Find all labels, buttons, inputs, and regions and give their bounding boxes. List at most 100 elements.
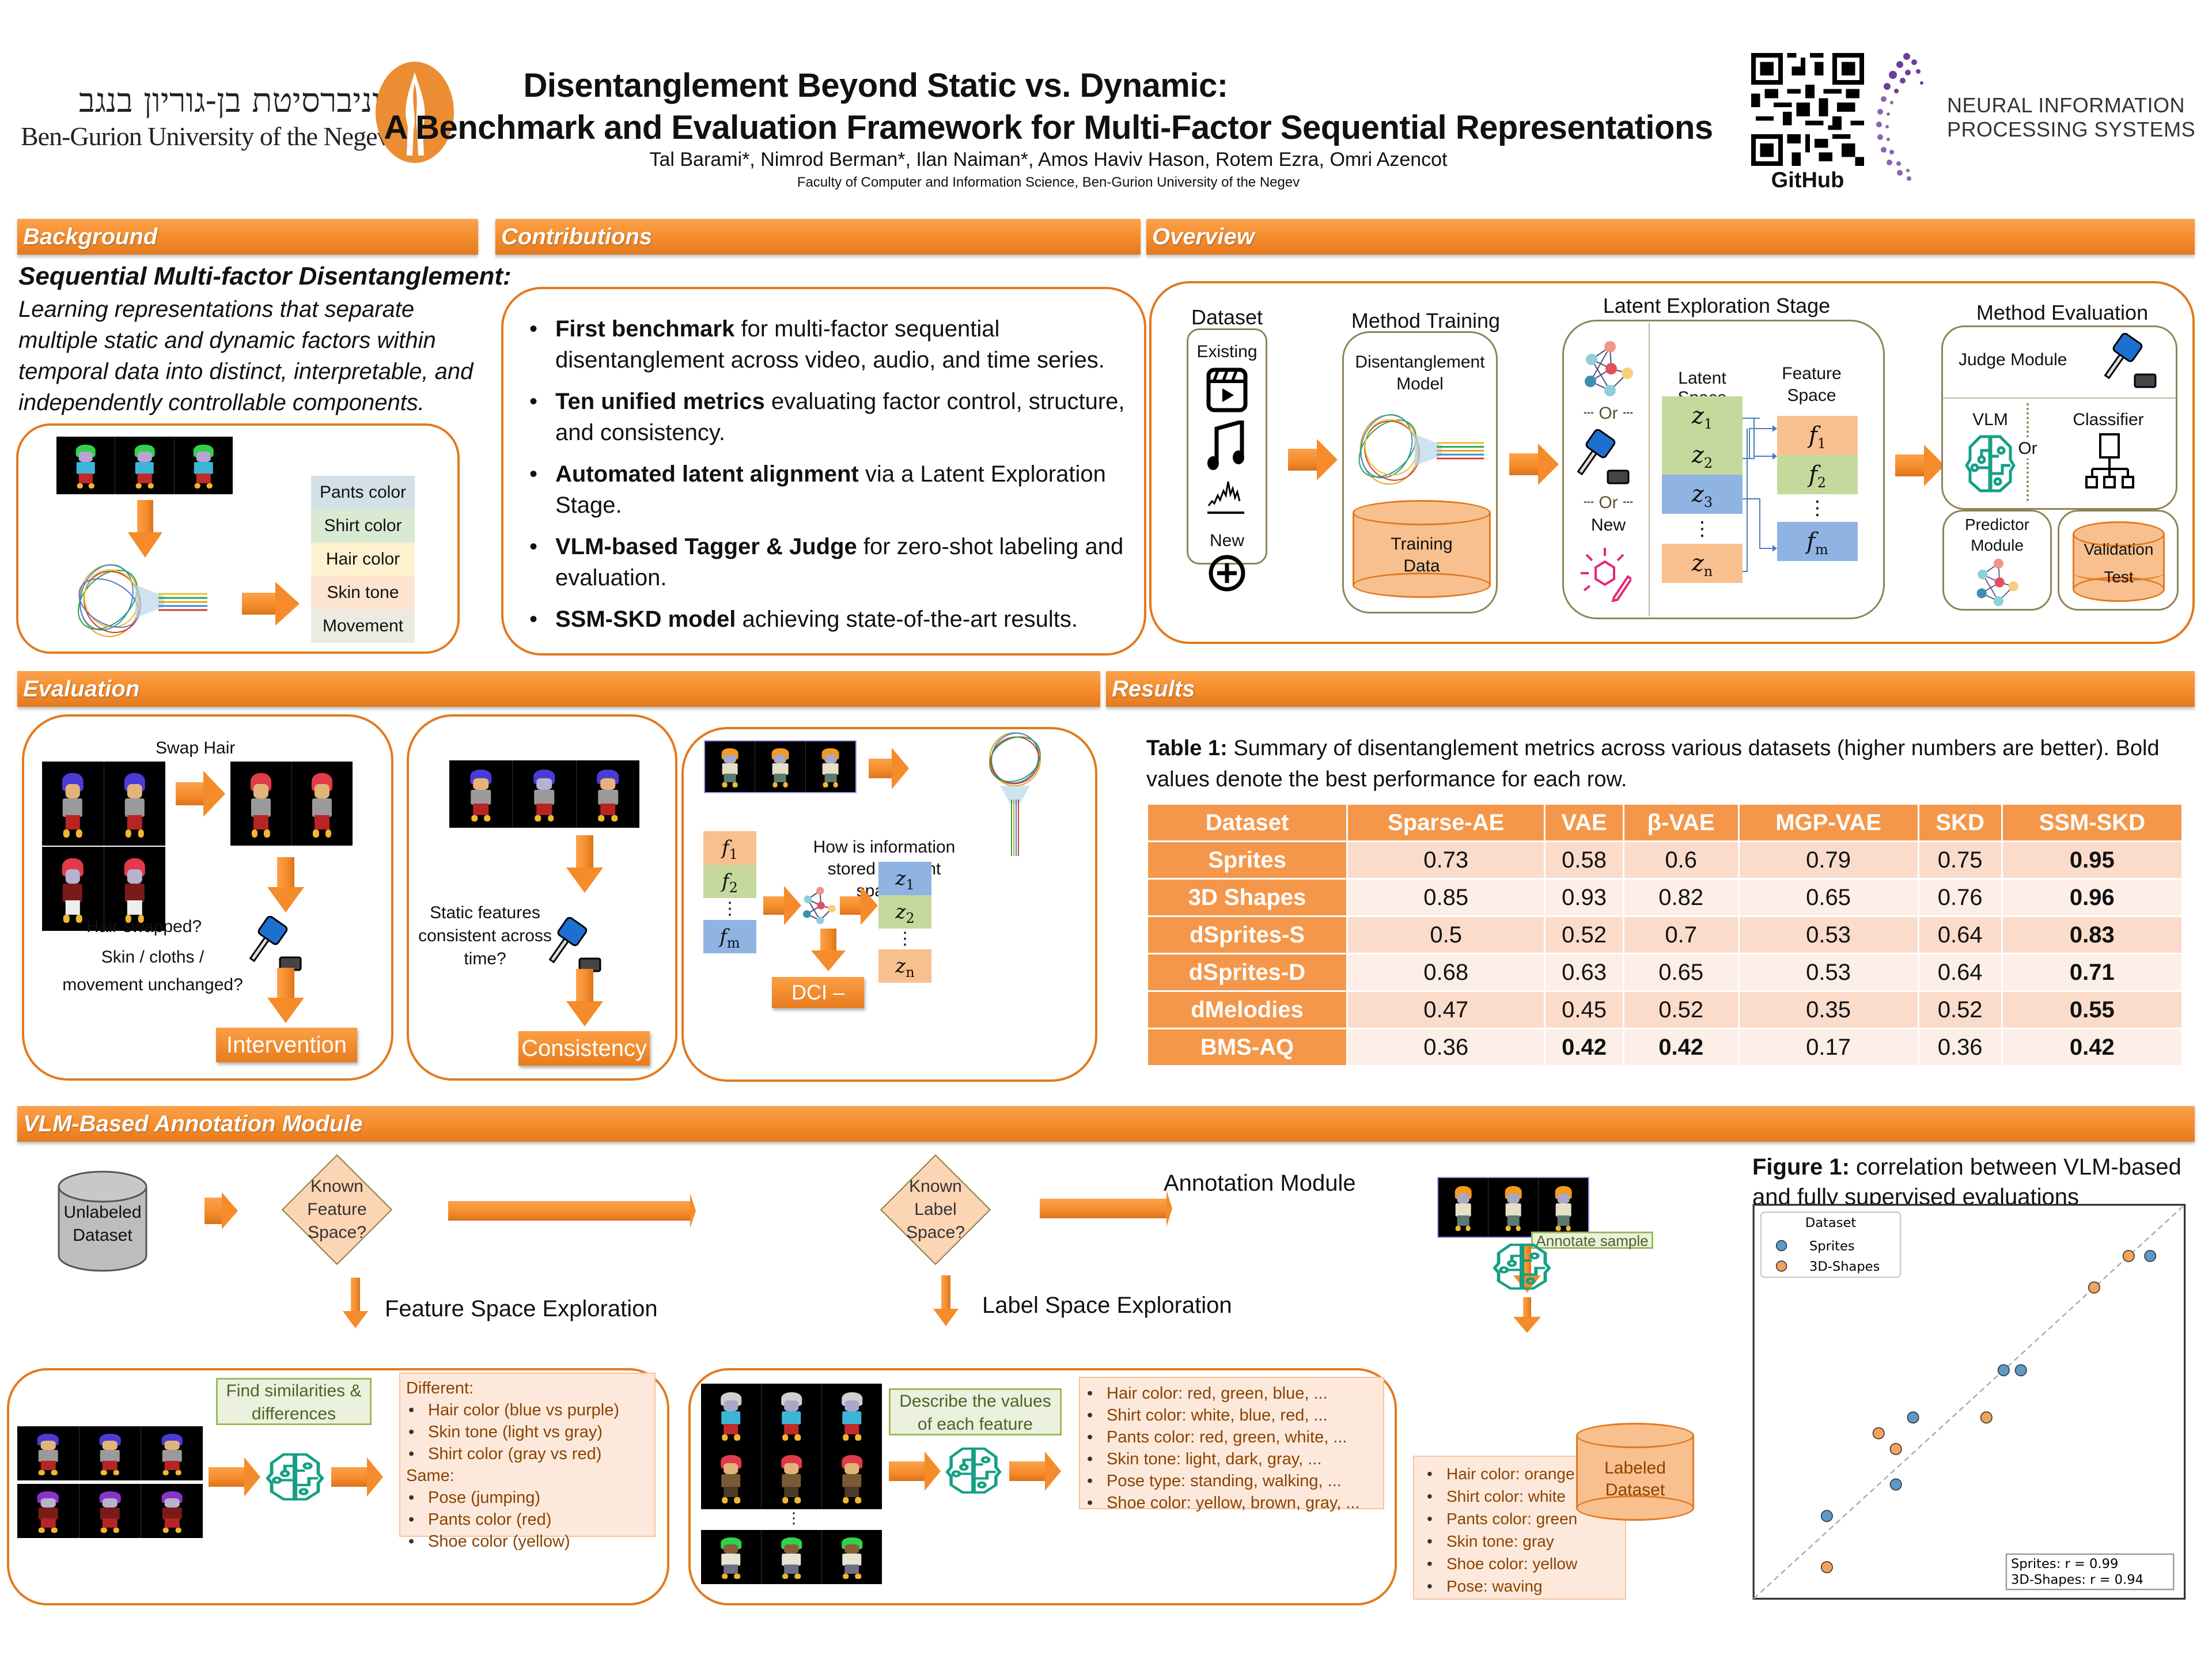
metric-cell: 0.7 <box>1624 917 1738 953</box>
section-header-overview: Overview <box>1146 219 2195 255</box>
same-list: Pose (jumping)Pants color (red)Shoe colo… <box>406 1487 649 1552</box>
swap-hair-label: Swap Hair <box>156 738 236 757</box>
annotation-item: Hair color: orange <box>1425 1463 1615 1485</box>
time-series-icon[interactable] <box>1207 478 1248 516</box>
feature-fm: fm <box>1777 522 1858 561</box>
metric-cell: 0.64 <box>1919 955 2001 990</box>
metric-cell: 0.63 <box>1546 955 1623 990</box>
annotation-module-label: Annotation Module <box>1164 1171 1356 1196</box>
column-header: SKD <box>1919 805 2001 840</box>
video-clapperboard-icon[interactable] <box>1206 368 1248 412</box>
metric-cell: 0.42 <box>2002 1029 2181 1065</box>
github-qr-code-icon[interactable] <box>1751 53 1864 166</box>
scatter-point-sprites <box>2144 1249 2157 1262</box>
describe-values-note-1: Describe the values <box>899 1392 1051 1411</box>
scatter-point-3d-shapes <box>1889 1443 1902 1455</box>
vertical-ellipsis: ⋮ <box>786 1509 801 1527</box>
describe-values-note-2: of each feature <box>917 1415 1033 1434</box>
training-data-cylinder: Training Data <box>1353 500 1491 598</box>
validation-test-cylinder: Validation Test <box>2073 521 2165 602</box>
labeled-dataset-cylinder: Labeled Dataset <box>1576 1423 1694 1521</box>
annotation-frame <box>2005 1553 2175 1590</box>
static-question-3: time? <box>464 949 506 968</box>
static-question-1: Static features <box>430 903 540 922</box>
factor-hair-color: Hair color <box>311 543 415 576</box>
method-evaluation-heading: Method Evaluation <box>1976 301 2149 324</box>
contribution-text: for multi-factor sequential disentanglem… <box>555 316 1105 373</box>
music-note-icon[interactable] <box>1207 421 1245 471</box>
contribution-item: Automated latent alignment via a Latent … <box>529 459 1128 521</box>
unlabeled-dataset-label-2: Dataset <box>73 1226 132 1245</box>
feature-space-exploration-label: Feature Space Exploration <box>385 1296 658 1321</box>
contribution-text: evaluating factor control, structure, an… <box>555 389 1125 445</box>
latent-z1: z1 <box>878 862 931 895</box>
results-table: Dataset Sparse-AE VAE β-VAE MGP-VAE SKD … <box>1146 803 2183 1067</box>
section-header-results: Results <box>1106 671 2195 707</box>
same-item: Pose (jumping) <box>406 1487 649 1509</box>
feature-f1: f1 <box>1777 416 1858 455</box>
right-arrow-icon <box>1509 444 1559 485</box>
annotation-item: Pants color: green <box>1425 1508 1615 1530</box>
feature-space-label-2: Space <box>1787 386 1836 405</box>
sprite-sequence-to-annotate <box>1437 1177 1589 1238</box>
dataset-cell: dSprites-S <box>1148 917 1347 953</box>
contribution-bold: First benchmark <box>555 316 735 342</box>
predictor-module-label-2: Module <box>1971 536 2024 554</box>
label-value-item: Shoe color: yellow, brown, gray, ... <box>1085 1492 1378 1514</box>
sprite-sequence-purple-hair <box>17 1484 203 1538</box>
down-arrow-icon <box>1513 1297 1541 1333</box>
metric-cell: 0.45 <box>1546 992 1623 1028</box>
different-item: Hair color (blue vs purple) <box>406 1399 649 1421</box>
vlm-brain-circuit-icon <box>1965 435 2016 493</box>
authors: Tal Barami*, Nimrod Berman*, Ilan Naiman… <box>649 149 1448 171</box>
metric-cell: 0.5 <box>1348 917 1544 953</box>
judge-divider <box>1942 397 2176 399</box>
scatter-point-3d-shapes <box>1872 1427 1885 1440</box>
right-arrow-icon <box>209 1457 260 1497</box>
contribution-item: First benchmark for multi-factor sequent… <box>529 313 1128 376</box>
down-arrow-icon <box>811 929 846 971</box>
unchanged-question-2: movement unchanged? <box>62 975 243 994</box>
down-arrow-icon <box>566 835 603 893</box>
different-item: Skin tone (light vs gray) <box>406 1421 649 1443</box>
sprite-pair-swapped <box>230 762 353 846</box>
vlm-brain-circuit-icon <box>266 1453 324 1501</box>
latent-zn: zn <box>1662 544 1743 583</box>
latent-to-feature-connectors <box>1743 418 1777 572</box>
scatter-point-sprites <box>1889 1478 1902 1491</box>
static-question-2: consistent across <box>418 926 552 945</box>
github-label[interactable]: GitHub <box>1771 168 1844 192</box>
metric-cell: 0.71 <box>2002 955 2181 990</box>
legend-label-3d-shapes: 3D-Shapes <box>1809 1259 1880 1274</box>
different-heading: Different: <box>406 1379 474 1397</box>
metric-cell: 0.42 <box>1546 1029 1623 1065</box>
contribution-item: SSM-SKD model achieving state-of-the-art… <box>529 604 1128 635</box>
contribution-bold: Automated latent alignment <box>555 461 859 487</box>
conference-name-line1: NEURAL INFORMATION <box>1947 93 2186 117</box>
intervention-metric: Intervention <box>216 1028 357 1062</box>
classifier-tree-icon <box>2085 433 2134 488</box>
describe-values-note: Describe the values of each feature <box>889 1388 1062 1435</box>
vertical-ellipsis: ⋮ <box>1808 497 1827 519</box>
feature-f2: f2 <box>1777 455 1858 494</box>
unlabeled-dataset-cylinder-icon <box>58 1171 147 1272</box>
vlm-brain-circuit-icon <box>1493 1243 1551 1290</box>
column-header: SSM-SKD <box>2002 805 2181 840</box>
judge-gavel-icon <box>2104 333 2157 388</box>
contributions-list: First benchmark for multi-factor sequent… <box>529 313 1128 645</box>
label-value-item: Pants color: red, green, white, ... <box>1085 1426 1378 1448</box>
vertical-ellipsis: ⋮ <box>1692 518 1712 540</box>
feature-f1: f1 <box>703 831 756 865</box>
sprite-pair-red-hair <box>42 847 165 931</box>
metric-cell: 0.82 <box>1624 880 1738 915</box>
section-header-contributions: Contributions <box>495 219 1141 255</box>
legend-marker-sprites <box>1775 1240 1787 1252</box>
unchanged-question-1: Skin / cloths / <box>101 948 204 967</box>
contribution-text: for zero-shot labeling and evaluation. <box>555 534 1124 590</box>
metric-cell: 0.95 <box>2002 842 2181 878</box>
add-new-icon[interactable] <box>1208 554 1246 592</box>
right-arrow-icon <box>869 748 909 789</box>
